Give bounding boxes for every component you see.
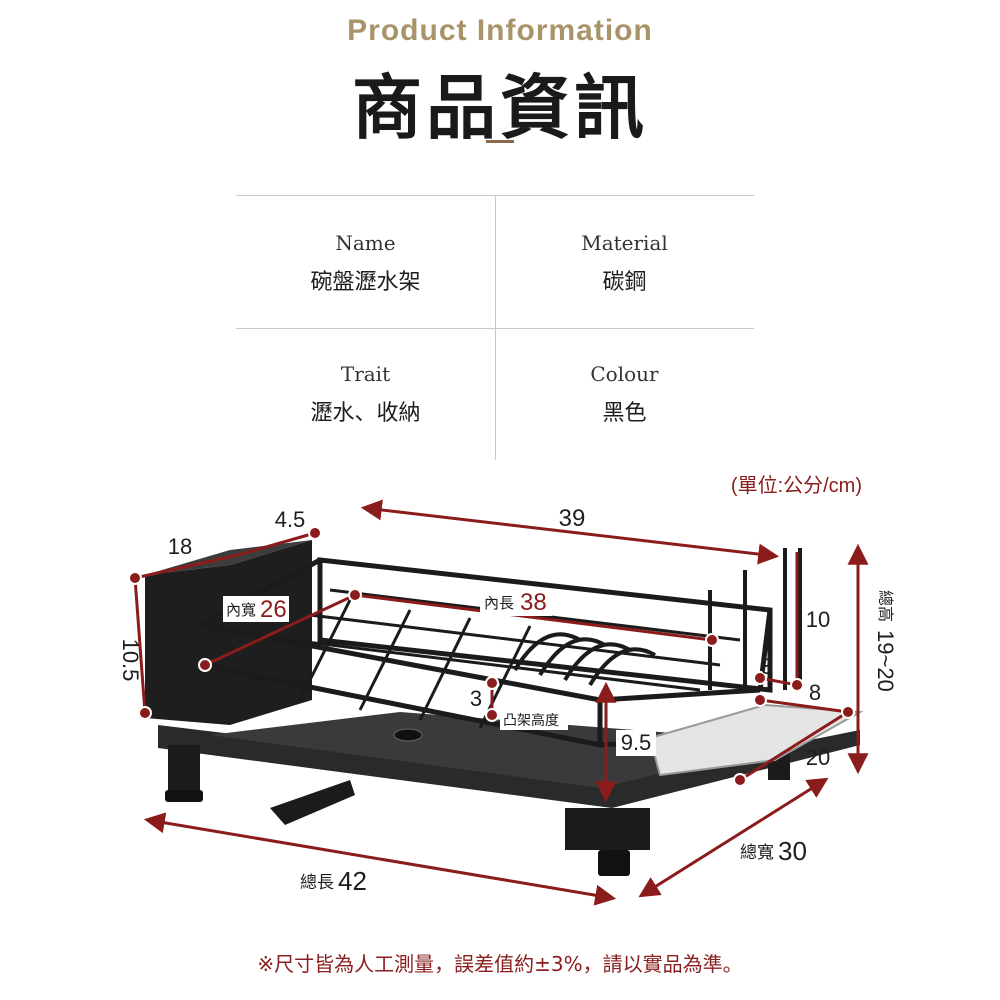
title-divider bbox=[486, 140, 514, 143]
label-holder-height: 10.5 bbox=[118, 639, 143, 682]
label-tray-ext: 8 bbox=[809, 680, 821, 705]
dim-holder-top bbox=[134, 531, 316, 580]
side-tray bbox=[648, 703, 864, 777]
raised-caption-bg bbox=[500, 708, 568, 730]
label-top-length: 39 bbox=[559, 505, 586, 532]
leg-height-bg bbox=[616, 730, 656, 756]
unit-note: (單位:公分/cm) bbox=[731, 474, 862, 497]
front-left-foot-pad bbox=[165, 790, 203, 802]
dim-total-length bbox=[143, 812, 617, 906]
spec-cell-trait: Trait 瀝水、收納 bbox=[236, 360, 495, 430]
section-subtitle: Product Information bbox=[347, 14, 653, 47]
label-raised-caption: 凸架高度 bbox=[503, 712, 559, 728]
dim-inner-length bbox=[354, 593, 713, 642]
spec-table: Name 碗盤瀝水架 Material 碳鋼 Trait 瀝水、收納 Colou… bbox=[236, 195, 754, 460]
cup-holder bbox=[708, 548, 802, 690]
dim-tray-ext bbox=[759, 698, 849, 714]
measurement-disclaimer: ※尺寸皆為人工測量，誤差值約±3%，請以實品為準。 bbox=[257, 952, 743, 976]
label-total-height-caption: 總高 bbox=[876, 590, 894, 622]
inner-length-bg bbox=[480, 590, 552, 616]
label-inner-width: 26 bbox=[260, 596, 287, 623]
spec-value: 碗盤瀝水架 bbox=[310, 270, 421, 295]
inner-width-bg bbox=[223, 596, 289, 622]
spec-label: Colour bbox=[590, 362, 659, 386]
spec-value: 瀝水、收納 bbox=[310, 401, 421, 426]
label-total-width-caption: 總寬 bbox=[740, 843, 774, 862]
label-inner-width-caption: 內寬 bbox=[226, 601, 256, 619]
spec-cell-name: Name 碗盤瀝水架 bbox=[236, 229, 495, 299]
front-right-foot-pad bbox=[598, 850, 630, 876]
dimension-dots bbox=[128, 526, 855, 787]
label-inner-length: 38 bbox=[520, 589, 547, 616]
dim-tray-width bbox=[739, 710, 849, 782]
dim-total-width bbox=[638, 777, 829, 898]
label-inner-length-caption: 內長 bbox=[484, 595, 514, 612]
label-total-width: 30 bbox=[778, 836, 807, 866]
dimension-lines bbox=[133, 499, 869, 906]
drain-hole bbox=[393, 728, 423, 742]
label-total-height: 19~20 bbox=[873, 630, 898, 692]
section-title: 商品資訊 bbox=[352, 67, 648, 149]
dim-inner-width bbox=[204, 593, 356, 667]
label-holder-depth: 4.5 bbox=[275, 507, 306, 532]
dim-holder-height bbox=[133, 577, 147, 714]
drain-spout bbox=[270, 780, 355, 825]
spec-label: Trait bbox=[340, 362, 391, 386]
label-leg-height: 9.5 bbox=[621, 730, 652, 755]
total-height-label: 總高 19~20 bbox=[873, 590, 898, 692]
spec-value: 黑色 bbox=[602, 401, 647, 426]
dim-top-length bbox=[360, 499, 780, 565]
spec-label: Material bbox=[581, 231, 668, 255]
label-total-length-caption: 總長 bbox=[300, 873, 334, 892]
spec-label: Name bbox=[335, 231, 396, 255]
label-holder-width: 18 bbox=[168, 534, 192, 559]
plate-rack bbox=[513, 632, 656, 687]
front-right-leg bbox=[565, 808, 650, 850]
dimension-diagram: (單位:公分/cm) 4.5 18 10.5 39 內寬 26 內長 38 10… bbox=[118, 474, 898, 906]
spec-cell-material: Material 碳鋼 bbox=[495, 229, 754, 299]
spec-divider-vertical bbox=[495, 195, 496, 460]
label-total-length: 42 bbox=[338, 866, 367, 896]
label-gap: 3 bbox=[761, 654, 773, 679]
spec-cell-colour: Colour 黑色 bbox=[495, 360, 754, 430]
label-tray-width: 20 bbox=[806, 745, 830, 770]
label-rack-height: 10 bbox=[806, 607, 830, 632]
label-raised-height: 3 bbox=[470, 686, 482, 711]
spec-value: 碳鋼 bbox=[602, 270, 647, 295]
